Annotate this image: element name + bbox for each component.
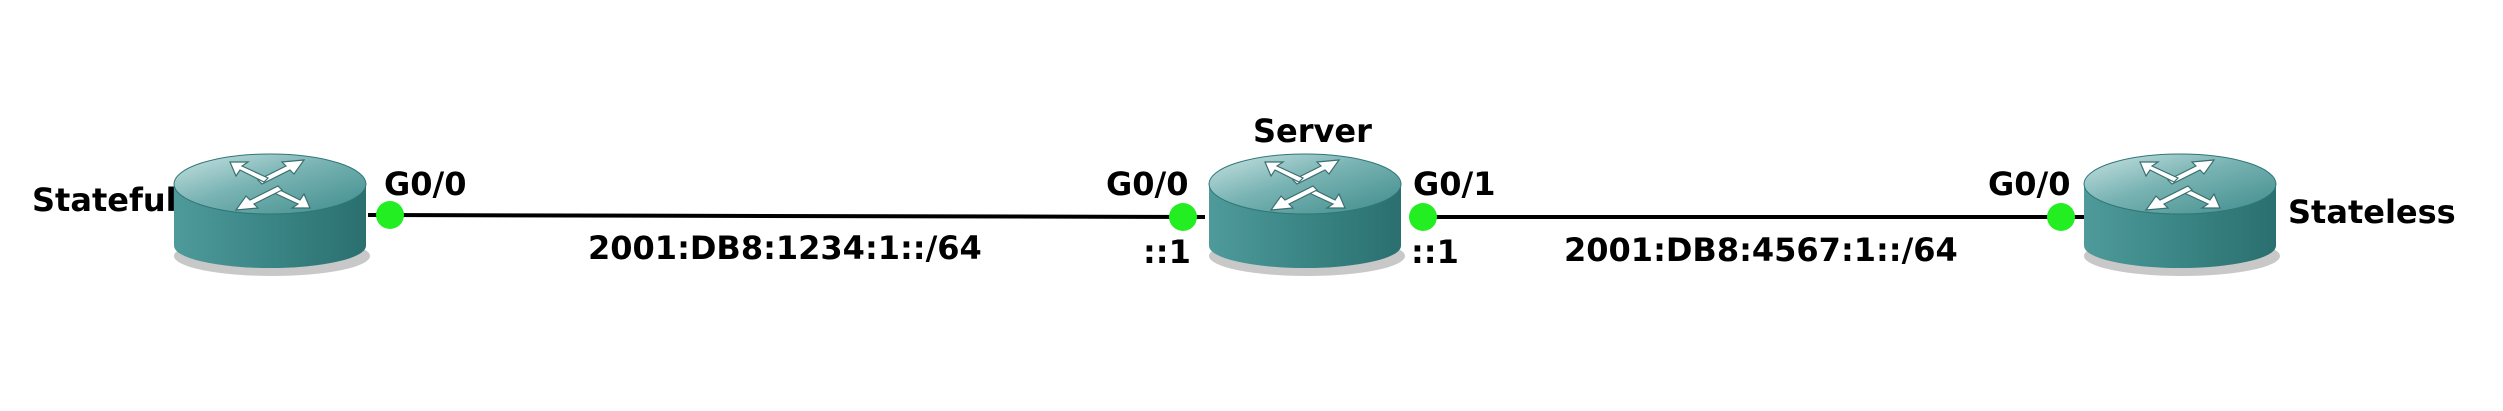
device-label-server: Server	[1253, 112, 1372, 150]
link-status-dot	[2047, 203, 2075, 231]
router-icon[interactable]	[1208, 153, 1405, 277]
port-label-stateful-g00: G0/0	[384, 165, 467, 203]
device-label-stateless: Stateless	[2288, 193, 2456, 231]
router-icon[interactable]	[173, 153, 370, 277]
device-label-stateful: Stateful	[32, 181, 177, 219]
address-label-server-g00: ::1	[1143, 233, 1191, 271]
network-label-link1: 2001:DB8:1234:1::/64	[588, 229, 982, 267]
link-status-dot	[1409, 203, 1437, 231]
link-status-dot	[1169, 203, 1197, 231]
port-label-stateless-g00: G0/0	[1988, 165, 2071, 203]
link-status-dot	[376, 201, 404, 229]
link-stateful-server	[367, 213, 1206, 219]
router-icon[interactable]	[2083, 153, 2280, 277]
network-label-link2: 2001:DB8:4567:1::/64	[1564, 231, 1958, 269]
address-label-server-g01: ::1	[1411, 233, 1459, 271]
port-label-server-g00: G0/0	[1106, 165, 1189, 203]
port-label-server-g01: G0/1	[1413, 165, 1496, 203]
